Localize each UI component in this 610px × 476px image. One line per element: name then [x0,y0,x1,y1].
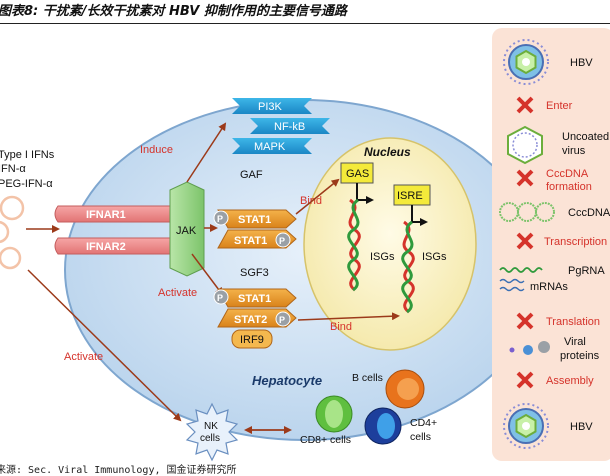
hbv-bottom-label: HBV [570,421,593,433]
isre-element: ISRE [393,184,431,206]
virus-label: virus [562,145,586,157]
jak-label: JAK [176,225,197,237]
transcription-label: Transcription [544,236,607,248]
translation-label: Translation [546,316,600,328]
phospho-label: P [279,236,285,246]
hepatocyte-label: Hepatocyte [252,373,322,388]
rna-icon [499,267,543,292]
phospho-badge-sgf3-stat2: P [275,311,291,327]
b-cell: B cells [352,369,425,409]
bind-label-sgf3: Bind [330,321,352,333]
mapk-box: MAPK [232,138,312,154]
pi3k-box: PI3K [232,98,312,114]
jak-kinase: JAK [169,181,205,277]
gaf-label: GAF [240,169,263,181]
nk-label: NK [204,421,218,432]
induce-arrow [186,122,227,183]
sgf3-stat2-label: STAT2 [234,314,267,326]
block-icon-enter [516,96,534,114]
activate-nk-arrow [27,269,182,422]
activate-nk-label: Activate [64,351,103,363]
irf9-protein: IRF9 [231,329,273,349]
phospho-label: P [279,315,285,325]
phospho-badge-gaf-top: P [213,210,229,226]
cd8-label: CD8+ cells [300,434,351,446]
sgf3-stat1-label: STAT1 [238,293,271,305]
uncoated-label: Uncoated [562,131,609,143]
pgrna-label: PgRNA [568,265,605,277]
ifnar1-receptor: IFNAR1 [54,205,179,223]
pi3k-label: PI3K [258,101,283,113]
gaf-stat1-top-label: STAT1 [238,214,271,226]
b-cells-label: B cells [352,372,383,384]
jak-to-sgf3-arrow [191,253,224,296]
title-divider [0,23,610,24]
sgf3-bind-arrow [297,312,400,321]
activate-label: Activate [158,287,197,299]
sgf3-label: SGF3 [240,267,269,279]
mapk-label: MAPK [254,141,286,153]
dna-helix-isre [401,220,415,314]
block-icon-translation [516,312,534,330]
cd4-cells-label: cells [410,431,431,443]
viral-protein-icon [509,341,550,355]
nfkb-box: NF-kB [250,118,330,134]
cccdna-formation-label: CccDNA [546,168,589,180]
gaf-bind-arrow [295,178,340,215]
assembly-label: Assembly [546,375,594,387]
gaf-stat1-top: STAT1 [217,209,297,229]
enter-label: Enter [546,100,573,112]
isgs-label-isre: ISGs [422,251,447,263]
nfkb-label: NF-kB [274,121,305,133]
cd4-t-cell: CD4+ cells [364,407,437,445]
cccdna-icon [499,202,555,222]
cd4-label: CD4+ [410,417,437,429]
ifnar2-label: IFNAR2 [86,241,126,253]
figure-title: 图表8: 干扰素/长效干扰素对 HBV 抑制作用的主要信号通路 [0,4,347,19]
source-note: 来源: Sec. Viral Immunology, 国金证券研究所 [0,465,237,476]
phospho-badge-gaf-bottom: P [275,232,291,248]
phospho-badge-sgf3-stat1: P [213,289,229,305]
mrnas-label: mRNAs [530,281,568,293]
nk-cells-label: cells [200,433,220,444]
phospho-label: P [217,214,223,224]
isre-label: ISRE [397,190,423,202]
uncoated-virus-icon [507,125,543,165]
nucleus-label: Nucleus [364,145,411,159]
formation-label: formation [546,181,592,193]
nucleus [303,137,477,351]
block-icon-transcription [516,232,534,250]
proteins-label: proteins [560,350,600,362]
ifnar2-receptor: IFNAR2 [54,237,179,255]
input-label-ifn-alpha: IFN-α [0,163,26,175]
cd8-t-cell: CD8+ cells [300,395,353,446]
dna-helix-gas [347,198,361,292]
irf9-label: IRF9 [240,334,264,346]
viral-label: Viral [564,336,586,348]
input-label-type-i: Type I IFNs [0,149,55,161]
block-icon-cccdna [516,169,534,187]
gaf-stat1-bottom-label: STAT1 [234,235,267,247]
input-label-peg-ifn: PEG-IFN-α [0,178,53,190]
induce-label: Induce [140,144,173,156]
ifn-molecules [0,195,25,270]
isgs-label-gas: ISGs [370,251,395,263]
gas-label: GAS [346,168,369,180]
sgf3-stat1: STAT1 [217,288,297,308]
cccdna-label: CccDNA [568,207,610,219]
nk-cell: NK cells [185,402,239,462]
gas-element: GAS [340,162,374,184]
ifnar1-label: IFNAR1 [86,209,126,221]
phospho-label: P [217,293,223,303]
hbv-top-label: HBV [570,57,593,69]
block-icon-assembly [516,371,534,389]
